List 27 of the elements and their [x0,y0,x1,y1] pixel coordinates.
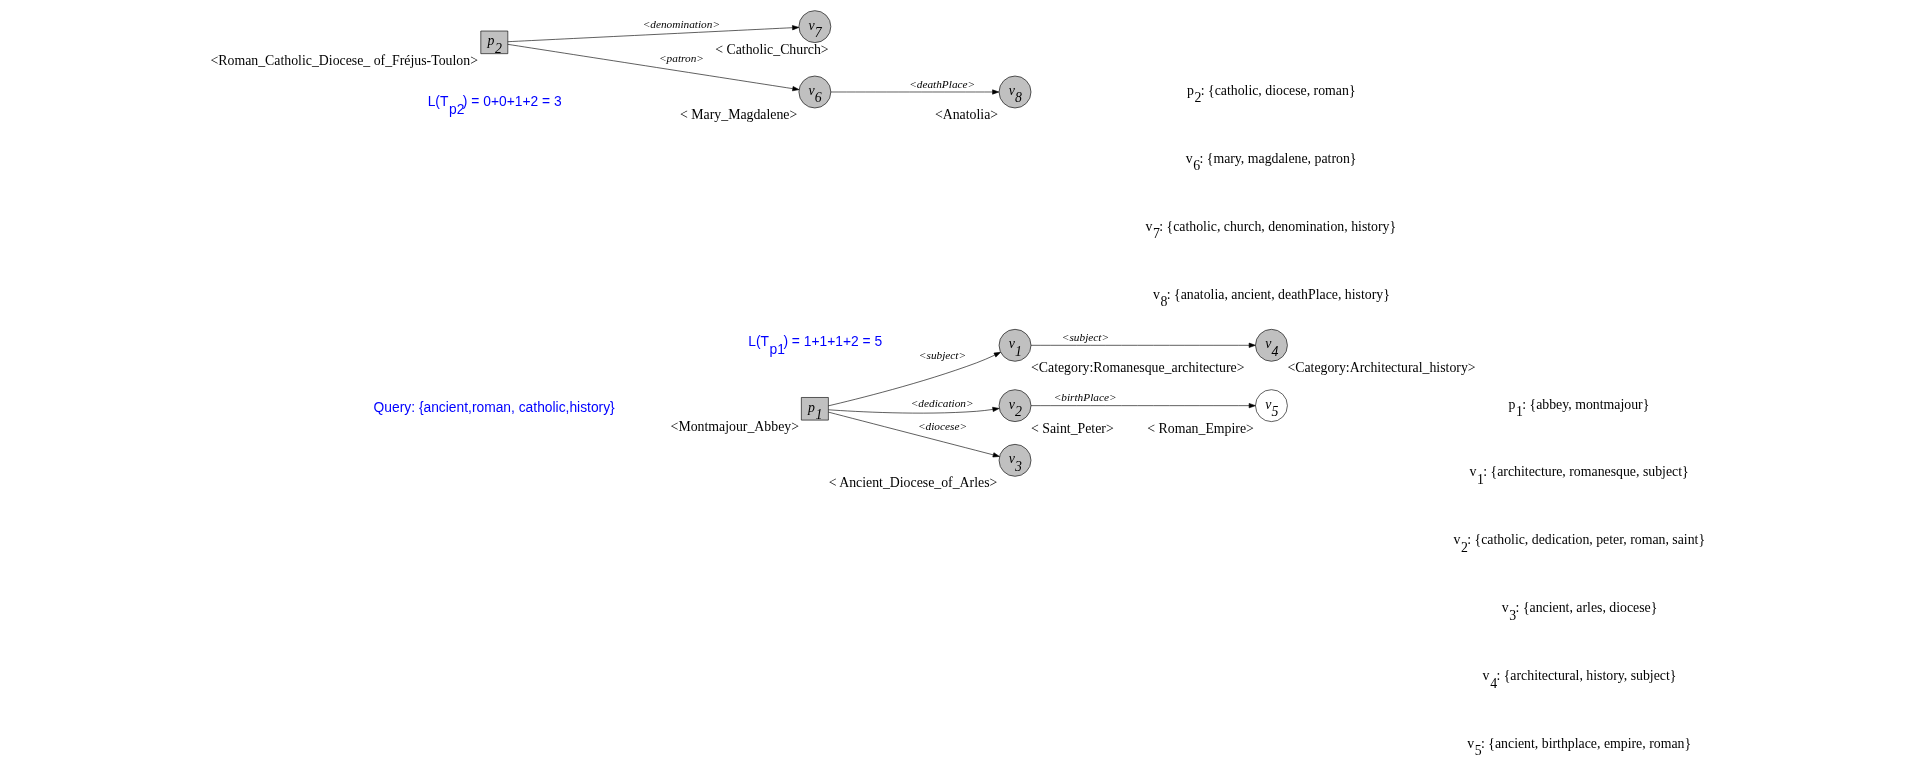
node-label: <Category:Romanesque_architecture> [1030,360,1245,376]
arrow [507,25,799,43]
edge-label: <diocese> [917,420,967,433]
arrow [827,411,1000,458]
arrow [507,44,799,92]
node-label: <Roman_Catholic_Diocese_ of_Fréjus-Toulon> [210,52,478,68]
node-label: < Ancient_Diocese_of_Arles> [828,475,997,491]
arrow [827,406,999,414]
node-label: < Saint_Peter> [1030,420,1114,436]
edge-label: <deathPlace> [908,77,975,90]
edge-label: <denomination> [642,17,720,30]
node-label: < Mary_Magdalene> [679,107,797,123]
node-label: <Anatolia> [934,107,998,123]
edge-label: <patron> [658,52,704,65]
edge-label: <subject> [918,348,966,361]
arrow [1030,403,1256,409]
arrow [827,352,1001,407]
edge-label: <birthPlace> [1053,391,1117,404]
arrow [1030,342,1256,348]
edge-label: <subject> [1061,331,1109,344]
node-label: < Roman_Empire> [1146,420,1254,436]
edge-label: <dedication> [910,397,974,410]
label: Query: {ancient,roman, catholic,history} [373,399,615,416]
node-label: <Montmajour_Abbey> [670,419,799,435]
arrow [830,89,999,95]
node-label: < Catholic_Church> [714,41,829,57]
node-label: <Category:Architectural_history> [1286,360,1476,376]
